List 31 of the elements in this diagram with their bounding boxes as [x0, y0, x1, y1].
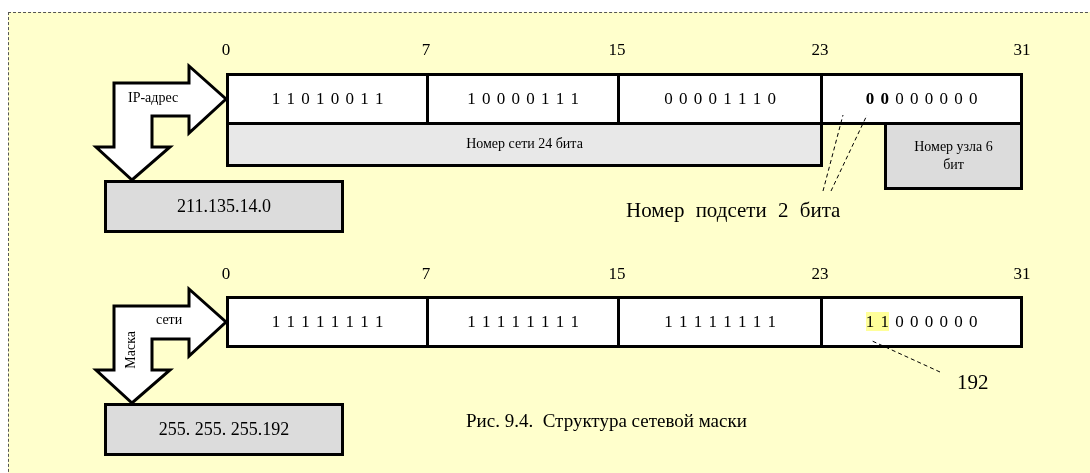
octet-field: 1 1 0 0 0 0 0 0: [820, 296, 1023, 348]
bit-index: 15: [608, 264, 626, 284]
bit-index: 0: [221, 264, 231, 284]
value-box: 211.135.14.0: [104, 180, 344, 233]
octet-field: 1 1 1 1 1 1 1 1: [226, 296, 429, 348]
bent-block-arrow: [92, 285, 229, 405]
callout-text: Номер подсети 2 бита: [626, 198, 841, 223]
leader-line: [822, 114, 844, 192]
edge-label: сети: [156, 312, 183, 328]
value-box: Номер сети 24 бита: [226, 122, 823, 167]
bent-block-arrow: [92, 62, 229, 182]
value-box: Номер узла 6 бит: [884, 122, 1023, 190]
bit-index: 31: [1013, 264, 1031, 284]
octet-field: 1 1 1 1 1 1 1 1: [426, 296, 620, 348]
callout-text: 192: [957, 370, 989, 395]
bit-index: 23: [811, 40, 829, 60]
figure-caption: Рис. 9.4. Структура сетевой маски: [466, 410, 747, 432]
edge-label: IP-адрес: [128, 90, 179, 106]
octet-field: 1 1 1 1 1 1 1 1: [617, 296, 823, 348]
octet-field: 0 0 0 0 0 0 0 0: [820, 73, 1023, 125]
octet-field: 1 0 0 0 0 1 1 1: [426, 73, 620, 125]
bit-index: 23: [811, 264, 829, 284]
octet-field: 1 1 0 1 0 0 1 1: [226, 73, 429, 125]
bit-index: 7: [421, 40, 431, 60]
bit-index: 31: [1013, 40, 1031, 60]
value-box: 255. 255. 255.192: [104, 403, 344, 456]
octet-field: 0 0 0 0 1 1 1 0: [617, 73, 823, 125]
bit-index: 0: [221, 40, 231, 60]
edge-label: Маска: [123, 331, 139, 369]
bit-index: 15: [608, 40, 626, 60]
bit-index: 7: [421, 264, 431, 284]
